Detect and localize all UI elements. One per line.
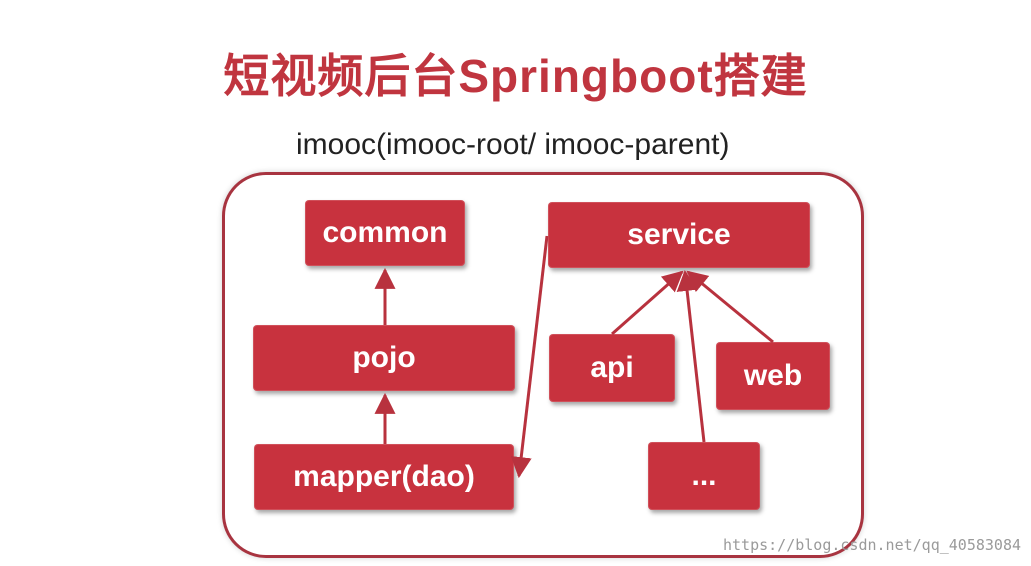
node-api: api bbox=[549, 334, 675, 402]
node-pojo: pojo bbox=[253, 325, 515, 391]
watermark: https://blog.csdn.net/qq_40583084 bbox=[722, 536, 1021, 554]
node-common: common bbox=[305, 200, 465, 266]
node-more: ... bbox=[648, 442, 760, 510]
node-web: web bbox=[716, 342, 830, 410]
node-service: service bbox=[548, 202, 810, 268]
node-mapper: mapper(dao) bbox=[254, 444, 514, 510]
slide-subtitle: imooc(imooc-root/ imooc-parent) bbox=[296, 128, 730, 161]
slide-title: 短视频后台Springboot搭建 bbox=[223, 50, 808, 102]
